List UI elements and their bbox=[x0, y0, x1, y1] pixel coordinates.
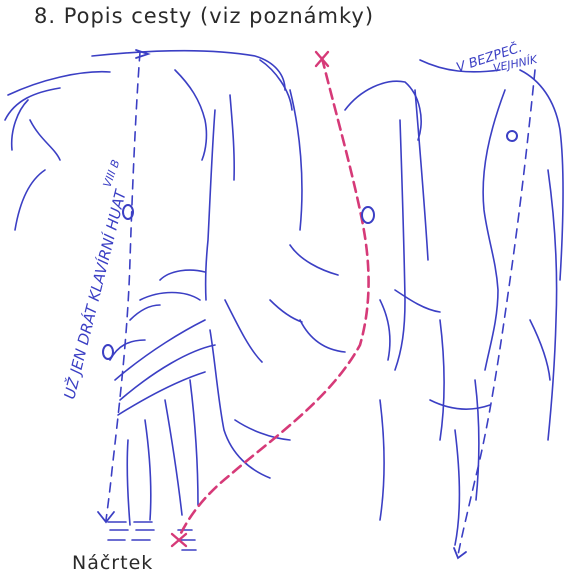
bolt-marker bbox=[102, 344, 114, 360]
route-end-cross bbox=[314, 50, 330, 68]
main-route bbox=[178, 56, 370, 537]
bolt-marker bbox=[506, 130, 518, 142]
route-line bbox=[105, 51, 536, 556]
route-markers bbox=[97, 49, 518, 560]
bolt-marker bbox=[361, 206, 375, 224]
section-title: 8. Popis cesty (viz poznámky) bbox=[34, 4, 375, 28]
left-route-top-arrow bbox=[135, 49, 151, 59]
left-route-bottom-arrow bbox=[97, 511, 115, 524]
route-start-cross bbox=[170, 532, 188, 548]
bolt-marker bbox=[122, 204, 134, 220]
rock-outlines bbox=[4, 49, 564, 551]
sketch-caption: Náčrtek bbox=[72, 552, 154, 574]
right-route bbox=[457, 69, 536, 556]
left-route bbox=[105, 51, 141, 521]
right-route-bottom-arrow bbox=[453, 547, 467, 560]
left-route-note: UŽ JEN DRÁT KLAVÍRNÍ HUAT bbox=[59, 186, 130, 401]
grade-label: VIII B bbox=[101, 158, 123, 189]
